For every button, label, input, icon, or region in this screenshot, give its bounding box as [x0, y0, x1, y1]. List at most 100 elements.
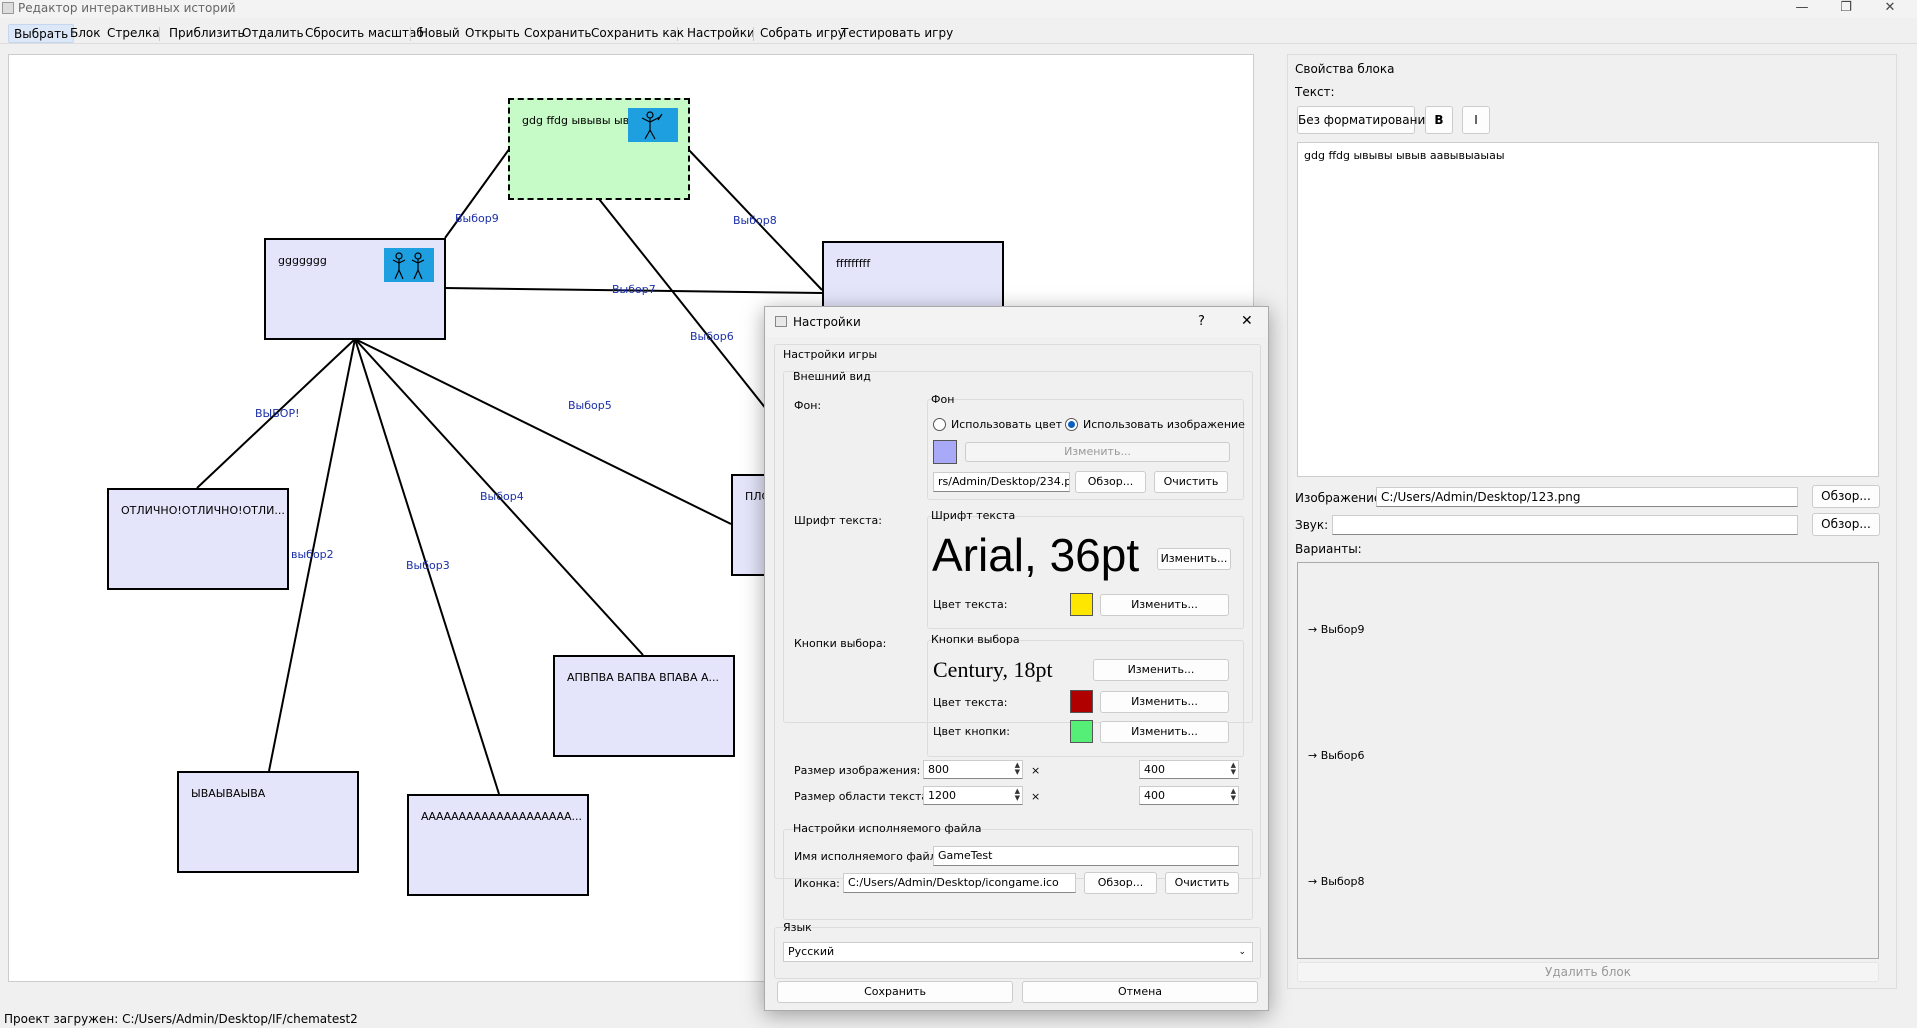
image-browse-button[interactable]: Обзор... — [1812, 485, 1880, 508]
window-titlebar: Редактор интерактивных историй — ❐ ✕ — [0, 0, 1917, 18]
story-block[interactable]: ggggggg — [264, 238, 446, 340]
language-value: Русский — [788, 945, 835, 958]
text-height-spinbox[interactable]: 400▲▼ — [1139, 786, 1239, 805]
close-window-icon[interactable]: ✕ — [1884, 0, 1896, 15]
language-select[interactable]: Русский ⌄ — [783, 942, 1253, 962]
text-color-change-button[interactable]: Изменить... — [1100, 594, 1229, 616]
tool-block-button[interactable]: Блок — [70, 26, 101, 40]
choice-group-title: Кнопки выбора — [931, 633, 1020, 646]
text-color-swatch[interactable] — [1070, 593, 1093, 616]
spin-arrows-icon[interactable]: ▲▼ — [1230, 761, 1236, 776]
variant-item[interactable]: → Выбор8 — [1308, 875, 1365, 888]
build-game-button[interactable]: Собрать игру — [760, 26, 845, 40]
bg-browse-button[interactable]: Обзор... — [1075, 471, 1146, 493]
edge-label: Выбор9 — [455, 212, 499, 225]
bg-color-swatch[interactable] — [933, 440, 957, 464]
times-symbol: × — [1031, 764, 1041, 777]
dialog-save-button[interactable]: Сохранить — [777, 981, 1013, 1003]
dialog-close-icon[interactable]: ✕ — [1241, 313, 1253, 329]
bold-button[interactable]: B — [1425, 106, 1453, 134]
maximize-icon[interactable]: ❐ — [1840, 0, 1852, 15]
test-game-button[interactable]: Тестировать игру — [841, 26, 954, 40]
game-settings-title: Настройки игры — [783, 348, 878, 361]
icon-label: Иконка: — [794, 877, 840, 890]
choice-font-change-button[interactable]: Изменить... — [1093, 659, 1229, 681]
edge-label: выбор2 — [291, 548, 334, 561]
text-color-label: Цвет текста: — [933, 598, 1008, 611]
save-button[interactable]: Сохранить — [524, 26, 592, 40]
zoom-out-button[interactable]: Отдалить — [242, 26, 304, 40]
variants-list[interactable]: → Выбор9 → Выбор6 → Выбор8 — [1297, 562, 1879, 959]
text-width-value: 1200 — [928, 789, 956, 802]
spin-arrows-icon[interactable]: ▲▼ — [1014, 787, 1020, 802]
tool-arrow-button[interactable]: Стрелка — [107, 26, 160, 40]
edge-line — [354, 338, 644, 656]
settings-button[interactable]: Настройки — [687, 26, 755, 40]
block-text: gdg ffdg ывывы ывыв... — [522, 114, 655, 127]
story-block[interactable]: ЫВАЫВАЫВА — [177, 771, 359, 873]
sound-path-input[interactable] — [1332, 515, 1798, 535]
variant-item[interactable]: → Выбор6 — [1308, 749, 1365, 762]
image-width-spinbox[interactable]: 800▲▼ — [923, 760, 1023, 779]
use-color-label: Использовать цвет — [951, 418, 1063, 431]
story-block-selected[interactable]: gdg ffdg ывывы ывыв... — [508, 98, 690, 200]
image-height-spinbox[interactable]: 400▲▼ — [1139, 760, 1239, 779]
dialog-cancel-button[interactable]: Отмена — [1022, 981, 1258, 1003]
exe-name-input[interactable]: GameTest — [933, 846, 1239, 866]
dialog-title: Настройки — [793, 315, 861, 329]
appearance-group — [783, 371, 1253, 723]
italic-button[interactable]: I — [1462, 106, 1490, 134]
font-change-button[interactable]: Изменить... — [1157, 548, 1231, 570]
choice-text-color-swatch[interactable] — [1070, 690, 1093, 713]
icon-path-input[interactable]: C:/Users/Admin/Desktop/icongame.ico — [843, 873, 1076, 893]
story-block[interactable]: АПВПВА ВАПВА ВПАВА А... — [553, 655, 735, 757]
text-area-size-label: Размер области текста: — [794, 790, 932, 803]
text-width-spinbox[interactable]: 1200 ▲▼ — [923, 786, 1023, 805]
icon-clear-button[interactable]: Очистить — [1165, 872, 1239, 894]
story-block[interactable]: АААААААААААААААААААА... — [407, 794, 589, 896]
edge-line — [196, 338, 356, 489]
bg-group — [927, 399, 1244, 500]
zoom-in-button[interactable]: Приблизить — [169, 26, 245, 40]
font-group — [927, 516, 1244, 629]
minimize-icon[interactable]: — — [1795, 0, 1809, 15]
tool-select-button[interactable]: Выбрать — [8, 24, 75, 43]
delete-block-button[interactable]: Удалить блок — [1297, 962, 1879, 982]
toolbar-separator — [677, 27, 678, 41]
choice-font-preview: Century, 18pt — [933, 657, 1053, 682]
spin-arrows-icon[interactable]: ▲▼ — [1230, 787, 1236, 802]
bg-color-change-button[interactable]: Изменить... — [965, 442, 1230, 462]
image-label: Изображение: — [1295, 491, 1386, 505]
image-path-input[interactable]: C:/Users/Admin/Desktop/123.png — [1376, 487, 1798, 507]
choice-button-color-label: Цвет кнопки: — [933, 725, 1010, 738]
new-button[interactable]: Новый — [419, 26, 460, 40]
image-size-label: Размер изображения: — [794, 764, 921, 777]
bg-clear-button[interactable]: Очистить — [1154, 471, 1228, 493]
bg-image-path-input[interactable]: rs/Admin/Desktop/234.png — [933, 472, 1070, 492]
open-button[interactable]: Открыть — [465, 26, 520, 40]
stick-figure-icon — [628, 108, 678, 142]
sound-browse-button[interactable]: Обзор... — [1812, 513, 1880, 536]
choice-label: Кнопки выбора: — [794, 637, 887, 650]
edge-label: Выбор8 — [733, 214, 777, 227]
edge-label: Выбор6 — [690, 330, 734, 343]
no-format-button[interactable]: Без форматирования — [1297, 106, 1432, 134]
block-text-editor[interactable]: gdg ffdg ывывы ывыв аавывыаыаы — [1297, 142, 1879, 477]
save-as-button[interactable]: Сохранить как — [591, 26, 685, 40]
edge-line — [444, 147, 511, 239]
choice-button-color-change-button[interactable]: Изменить... — [1100, 721, 1229, 743]
story-block[interactable]: ОТЛИЧНО!ОТЛИЧНО!ОТЛИ... — [107, 488, 289, 590]
help-icon[interactable]: ? — [1198, 314, 1205, 329]
reset-zoom-button[interactable]: Сбросить масштаб — [305, 26, 424, 40]
icon-browse-button[interactable]: Обзор... — [1084, 872, 1157, 894]
spin-arrows-icon[interactable]: ▲▼ — [1014, 761, 1020, 776]
block-text: АПВПВА ВАПВА ВПАВА А... — [567, 671, 720, 684]
font-group-title: Шрифт текста — [931, 509, 1016, 522]
variant-item[interactable]: → Выбор9 — [1308, 623, 1365, 636]
font-preview: Arial, 36pt — [932, 529, 1140, 581]
choice-button-color-swatch[interactable] — [1070, 720, 1093, 743]
app-icon — [2, 2, 14, 14]
choice-text-color-change-button[interactable]: Изменить... — [1100, 691, 1229, 713]
use-image-radio[interactable] — [1065, 418, 1078, 431]
use-color-radio[interactable] — [933, 418, 946, 431]
